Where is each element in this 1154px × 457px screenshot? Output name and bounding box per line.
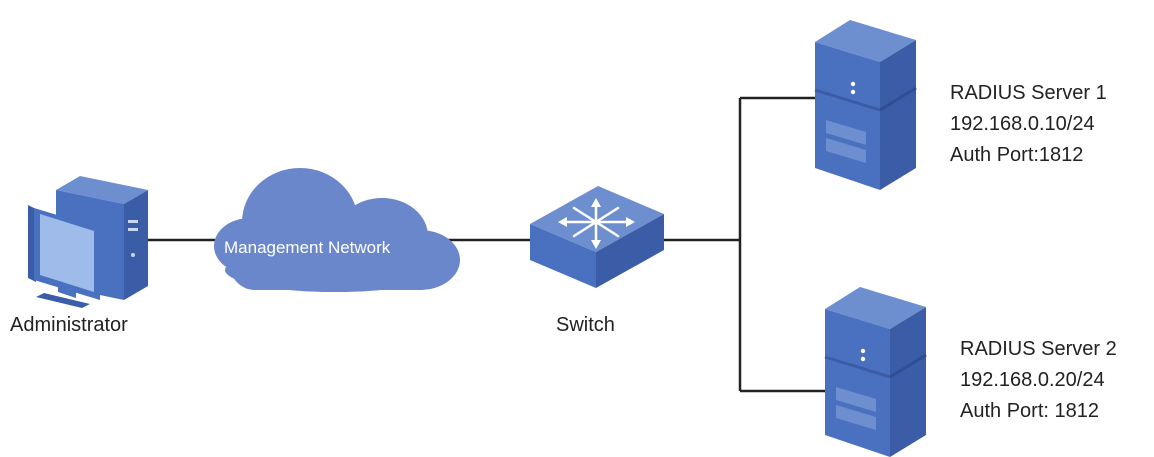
desktop-computer-icon — [28, 176, 148, 308]
server-icon — [814, 20, 917, 190]
cloud-icon — [214, 168, 460, 292]
server-2-ip: 192.168.0.20/24 — [960, 369, 1105, 391]
server-1-ip: 192.168.0.10/24 — [950, 113, 1095, 135]
server-2-info: RADIUS Server 2 192.168.0.20/24 Auth Por… — [960, 334, 1117, 427]
server-1-info: RADIUS Server 1 192.168.0.10/24 Auth Por… — [950, 78, 1107, 171]
server-1-auth-port: Auth Port:1812 — [950, 144, 1084, 166]
administrator-label: Administrator — [10, 314, 128, 336]
server-1-name: RADIUS Server 1 — [950, 82, 1107, 104]
server-2-name: RADIUS Server 2 — [960, 338, 1117, 360]
management-network-label: Management Network — [224, 238, 391, 257]
server-2-auth-port: Auth Port: 1812 — [960, 400, 1099, 422]
network-switch-icon — [530, 186, 664, 288]
server-icon — [824, 287, 927, 457]
connection-lines — [148, 96, 826, 393]
switch-label: Switch — [556, 314, 615, 336]
